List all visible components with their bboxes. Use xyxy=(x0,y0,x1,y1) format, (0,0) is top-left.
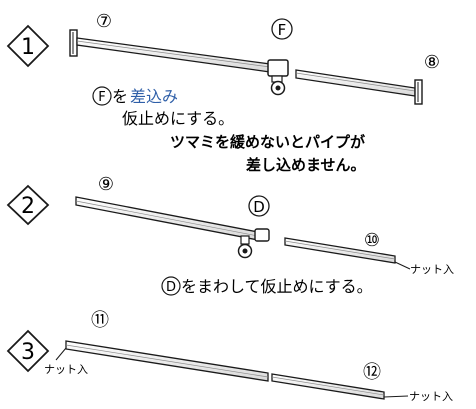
step-2-diamond: 2 xyxy=(6,184,50,226)
svg-text:ツマミを緩めないとパイプが: ツマミを緩めないとパイプが xyxy=(170,133,366,151)
nut-label-step-3-left: ナット入 xyxy=(44,363,88,376)
label-part-d: D xyxy=(248,195,270,217)
step-3-number: 3 xyxy=(21,340,35,365)
step-1-note: F を 差込み 仮止めにする。 xyxy=(92,86,234,128)
end-cap-right xyxy=(414,79,423,105)
svg-text:D: D xyxy=(253,198,265,216)
svg-text:F: F xyxy=(278,21,287,39)
step-1-warning: ツマミを緩めないとパイプが 差し込めません。 xyxy=(170,133,366,174)
svg-text:F: F xyxy=(98,90,105,105)
pipe-7 xyxy=(76,37,271,73)
svg-text:をまわして仮止めにする。: をまわして仮止めにする。 xyxy=(181,277,373,296)
label-part-7: ⑦ xyxy=(96,11,112,32)
joint-d xyxy=(237,228,270,259)
step-1: 1 ⑦ F ⑧ xyxy=(6,11,440,174)
label-part-f: F xyxy=(271,18,293,40)
step-2-note: D をまわして仮止めにする。 xyxy=(161,276,373,296)
step-3: 3 ⑪ ナット入 ⑫ ナット入 xyxy=(6,310,453,403)
nut-label-step-3-right: ナット入 xyxy=(409,390,453,403)
svg-text:差込み: 差込み xyxy=(130,87,178,106)
step-2: 2 ⑨ D ⑩ ナット入 D をまわして仮止めにする。 xyxy=(6,174,454,296)
step-1-number: 1 xyxy=(21,35,35,60)
svg-text:仮止めにする。: 仮止めにする。 xyxy=(122,109,234,128)
pipe-12 xyxy=(271,373,385,400)
label-part-10: ⑩ xyxy=(364,230,380,251)
label-part-12: ⑫ xyxy=(363,362,381,383)
label-part-11: ⑪ xyxy=(91,310,109,331)
pipe-8 xyxy=(295,69,416,97)
label-part-9: ⑨ xyxy=(98,174,114,195)
label-part-8: ⑧ xyxy=(424,52,440,73)
svg-text:D: D xyxy=(166,280,176,295)
svg-text:差し込めません。: 差し込めません。 xyxy=(246,156,366,174)
step-3-diamond: 3 xyxy=(6,329,50,373)
step-1-diamond: 1 xyxy=(6,24,50,68)
end-cap-left xyxy=(69,29,78,57)
step-2-number: 2 xyxy=(21,194,35,219)
pipe-10 xyxy=(284,237,396,264)
svg-text:を: を xyxy=(112,87,128,106)
joint-f xyxy=(267,59,289,96)
nut-label-step-2: ナット入 xyxy=(410,263,454,276)
